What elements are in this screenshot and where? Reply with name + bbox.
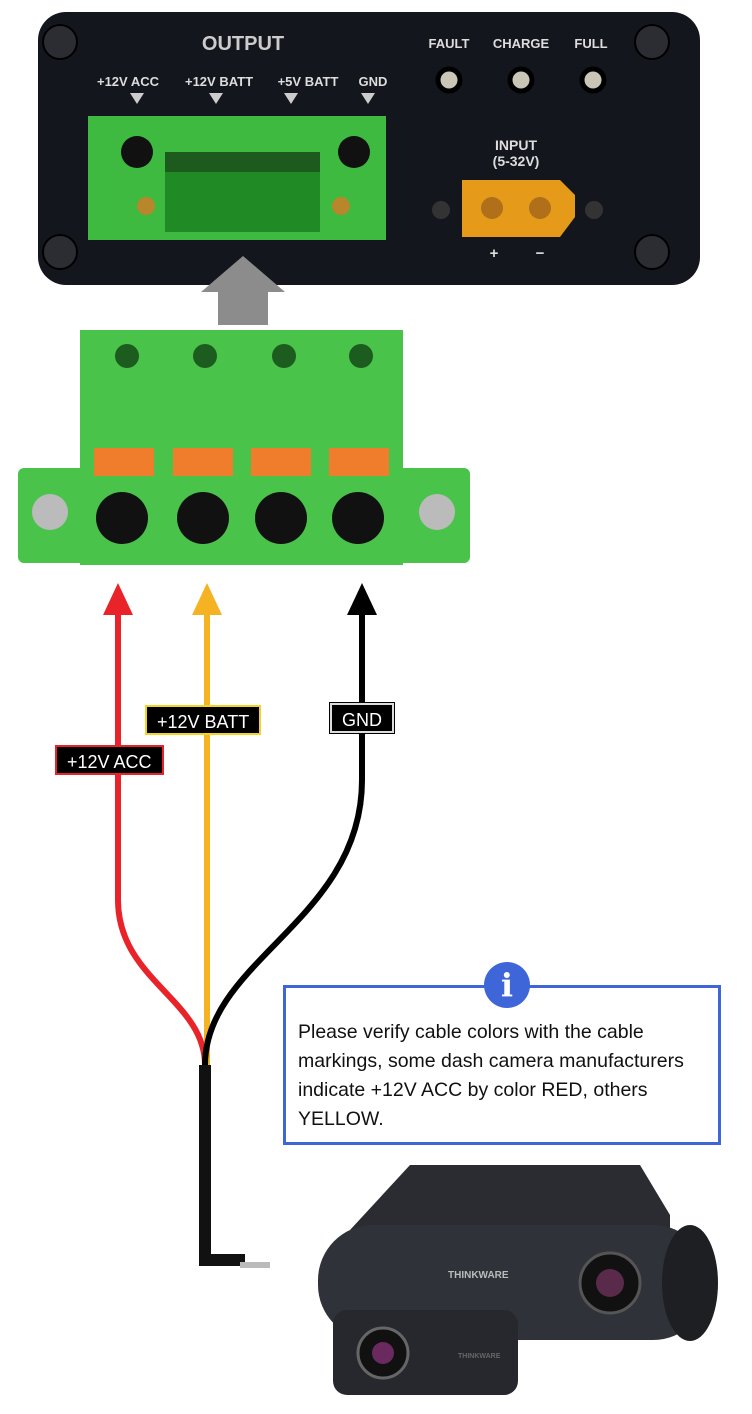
dc-cable bbox=[199, 1065, 245, 1266]
pin-label: +12V ACC bbox=[97, 74, 160, 89]
black-wire bbox=[202, 610, 365, 1066]
minus-sign: − bbox=[536, 245, 545, 262]
wire-label-gnd: GND bbox=[329, 702, 395, 734]
output-label: OUTPUT bbox=[202, 33, 284, 55]
full-led bbox=[579, 66, 607, 94]
plus-sign: + bbox=[490, 245, 499, 262]
fault-led bbox=[435, 66, 463, 94]
dash-camera: THINKWARE THINKWARE bbox=[318, 1165, 718, 1395]
led-labels: FAULT CHARGE FULL bbox=[429, 36, 608, 51]
pin-label: GND bbox=[359, 74, 388, 89]
wire-entries bbox=[96, 492, 384, 544]
red-arrow-icon bbox=[103, 583, 133, 615]
info-icon: i bbox=[484, 962, 530, 1008]
wires bbox=[115, 610, 365, 1066]
pin-label: +12V BATT bbox=[185, 74, 253, 89]
wire-label-acc: +12V ACC bbox=[55, 745, 164, 775]
charge-led bbox=[507, 66, 535, 94]
red-wire bbox=[115, 610, 208, 1066]
led-label-charge: CHARGE bbox=[493, 36, 550, 51]
info-note: Please verify cable colors with the cabl… bbox=[283, 985, 721, 1145]
camera-brand-front: THINKWARE bbox=[448, 1270, 509, 1281]
yellow-arrow-icon bbox=[192, 583, 222, 615]
screws bbox=[42, 24, 670, 270]
xt60-input-connector bbox=[462, 180, 575, 237]
led-label-fault: FAULT bbox=[429, 36, 470, 51]
input-label: INPUT bbox=[495, 137, 537, 153]
insert-arrow-icon bbox=[201, 256, 285, 325]
pin-label: +5V BATT bbox=[278, 74, 339, 89]
led-label-full: FULL bbox=[574, 36, 607, 51]
info-note-text: Please verify cable colors with the cabl… bbox=[298, 1021, 684, 1130]
camera-brand-rear: THINKWARE bbox=[458, 1353, 501, 1360]
status-leds bbox=[435, 66, 607, 94]
release-levers bbox=[94, 448, 389, 476]
dc-plug bbox=[240, 1262, 270, 1268]
input-range: (5-32V) bbox=[493, 153, 540, 169]
black-arrow-icon bbox=[347, 583, 377, 615]
wire-label-batt: +12V BATT bbox=[145, 705, 262, 735]
pin-labels: +12V ACC +12V BATT +5V BATT GND bbox=[97, 74, 387, 89]
pin-arrows bbox=[130, 93, 375, 104]
